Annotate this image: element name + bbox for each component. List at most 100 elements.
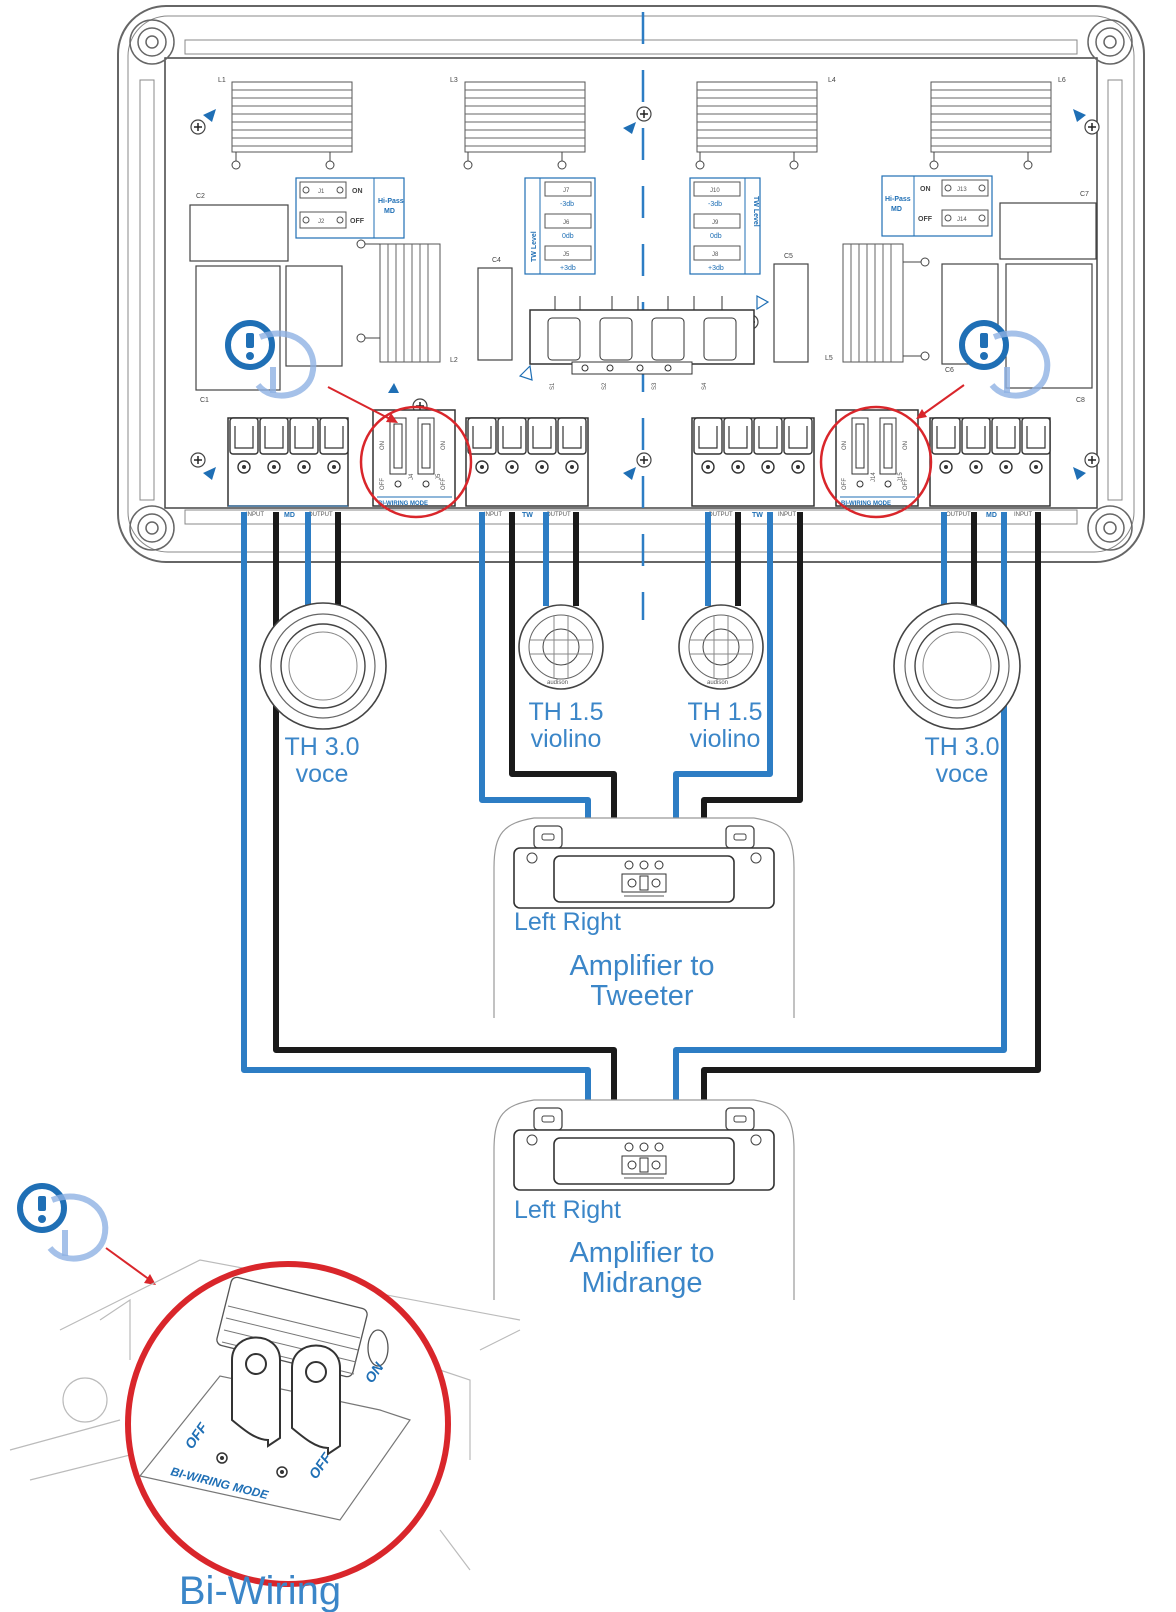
- plus-mount-icon: [636, 106, 652, 122]
- tw-terminal-right: OUTPUT TW INPUT: [691, 417, 815, 519]
- th15-left-model-label: TH 1.5: [528, 698, 603, 726]
- capacitor-c7-label: C7: [1080, 191, 1089, 198]
- arrow-marker-icon: [1073, 467, 1086, 480]
- capacitor-c8-label: C8: [1076, 397, 1085, 404]
- tw-left-minus3-label: -3db: [560, 201, 574, 208]
- inductor-l4-label: L4: [828, 77, 836, 84]
- th15-right-role-label: violino: [690, 725, 761, 753]
- hipass-left-off-label: OFF: [350, 218, 365, 225]
- capacitor-c7: C7: [999, 191, 1097, 260]
- inset-caption: Bi-Wiring: [179, 1569, 341, 1612]
- biwiring-left-on-label-2: ON: [441, 441, 447, 450]
- tw-right-plus3-label: +3db: [708, 265, 724, 272]
- amplifier-tweeter: Left Right Amplifier to Tweeter: [493, 817, 795, 1019]
- amp-tweeter-left-right-label: Left Right: [514, 908, 621, 936]
- speaker-wires: [241, 512, 1041, 1122]
- th30-left-model-label: TH 3.0: [284, 733, 359, 761]
- jumper-j5-biwire-label: J5: [436, 473, 442, 480]
- biwiring-left-title: BI-WIRING MODE: [378, 501, 428, 507]
- inductor-l2: L2: [356, 239, 458, 364]
- jumper-j4-label: J4: [409, 473, 415, 480]
- biwiring-right-block: ON ON OFF OFF J14 J15 BI-WIRING MODE: [835, 409, 919, 507]
- amp-midrange-title-line2: Midrange: [582, 1267, 703, 1299]
- speaker-th30-left: [259, 602, 387, 730]
- inductor-l6: L6: [929, 77, 1066, 170]
- md-right-block-label: MD: [986, 512, 997, 519]
- capacitor-c6-label: C6: [945, 367, 954, 374]
- th15-left-role-label: violino: [531, 725, 602, 753]
- terminal-s4-label: S4: [702, 382, 708, 390]
- jumper-j14-label: J14: [957, 217, 967, 223]
- terminal-s1-label: S1: [550, 382, 556, 390]
- md-left-block-label: MD: [284, 512, 295, 519]
- biwiring-right-off-label-2: OFF: [903, 478, 909, 490]
- capacitor-c1: C1: [195, 265, 343, 404]
- jumper-j15-label: J15: [898, 472, 904, 482]
- tw-level-left-title: TW Level: [531, 231, 538, 262]
- tw-left-input-label: INPUT: [484, 512, 502, 518]
- arrow-marker-icon: [623, 122, 636, 134]
- hipass-right-title: Hi-Pass: [885, 196, 911, 203]
- arrow-marker-icon: [388, 383, 399, 393]
- capacitor-c2-label: C2: [196, 193, 205, 200]
- central-terminal-block: S1 S2 S3 S4: [529, 296, 755, 390]
- jumper-j13-label: J13: [957, 187, 967, 193]
- biwiring-right-on-label: ON: [842, 441, 848, 450]
- capacitor-c4-label: C4: [492, 257, 501, 264]
- tw-level-right-block: TW Level J10 J9 J8 -3db 0db +3db: [689, 177, 761, 275]
- amp-midrange-left-right-label: Left Right: [514, 1196, 621, 1224]
- tw-level-right-title: TW Level: [752, 196, 759, 227]
- inductor-l5-label: L5: [825, 355, 833, 362]
- amp-midrange-title-line1: Amplifier to: [569, 1237, 714, 1269]
- jumper-j8-label: J8: [712, 252, 719, 258]
- md-left-input-label: INPUT: [246, 512, 264, 518]
- jumper-j1-label: J1: [318, 189, 325, 195]
- tweeter-brand-label-2: audison: [707, 680, 728, 686]
- hipass-right-subtitle: MD: [891, 206, 902, 213]
- biwiring-left-highlight: [359, 405, 473, 519]
- biwiring-inset-detail: OFF OFF ON BI-WIRING MODE: [125, 1261, 451, 1587]
- capacitor-c1-label: C1: [200, 397, 209, 404]
- th30-left-role-label: voce: [296, 760, 349, 788]
- tw-left-block-label: TW: [522, 512, 533, 519]
- speaker-th15-left: audison: [518, 604, 604, 690]
- plus-mount-icon: [190, 452, 206, 468]
- biwiring-inset-background: [9, 1259, 521, 1571]
- plus-mount-icon: [1084, 119, 1100, 135]
- tw-left-plus3-label: +3db: [560, 265, 576, 272]
- capacitor-c4: C4: [477, 257, 513, 361]
- hipass-left-block: J1 J2 ON OFF Hi-Pass MD: [295, 177, 405, 239]
- md-right-input-label: INPUT: [1014, 512, 1032, 518]
- jumper-j10-label: J10: [710, 188, 720, 194]
- plus-mount-icon: [1084, 452, 1100, 468]
- terminal-s2-label: S2: [602, 382, 608, 390]
- tw-level-left-block: TW Level J7 J6 J5 -3db 0db +3db: [524, 177, 596, 275]
- tw-left-0db-label: 0db: [562, 233, 574, 240]
- biwiring-left-block: ON ON OFF OFF J4 J5 BI-WIRING MODE: [372, 409, 456, 507]
- th15-right-model-label: TH 1.5: [687, 698, 762, 726]
- jumper-j14-biwire-label: J14: [871, 472, 877, 482]
- amplifier-midrange: Left Right Amplifier to Midrange: [493, 1099, 795, 1301]
- jumper-j2-label: J2: [318, 219, 325, 225]
- tw-right-output-label: OUTPUT: [708, 512, 733, 518]
- inductor-l1-label: L1: [218, 77, 226, 84]
- biwiring-right-on-label-2: ON: [903, 441, 909, 450]
- inductor-l3: L3: [450, 77, 586, 170]
- tw-right-input-label: INPUT: [778, 512, 796, 518]
- speaker-th15-right: audison: [678, 604, 764, 690]
- tw-right-block-label: TW: [752, 512, 763, 519]
- inductor-l1: L1: [218, 77, 353, 170]
- biwiring-right-title: BI-WIRING MODE: [841, 501, 891, 507]
- arrow-marker-icon: [203, 109, 216, 122]
- arrow-marker-icon: [623, 467, 636, 480]
- inductor-l6-label: L6: [1058, 77, 1066, 84]
- jumper-j6-label: J6: [563, 220, 570, 226]
- plus-mount-icon: [190, 119, 206, 135]
- biwiring-left-off-label: OFF: [380, 478, 386, 490]
- hipass-left-on-label: ON: [352, 188, 363, 195]
- amp-tweeter-title-line2: Tweeter: [590, 980, 693, 1012]
- inductor-l3-label: L3: [450, 77, 458, 84]
- th30-right-model-label: TH 3.0: [924, 733, 999, 761]
- arrow-marker-icon: [203, 467, 216, 480]
